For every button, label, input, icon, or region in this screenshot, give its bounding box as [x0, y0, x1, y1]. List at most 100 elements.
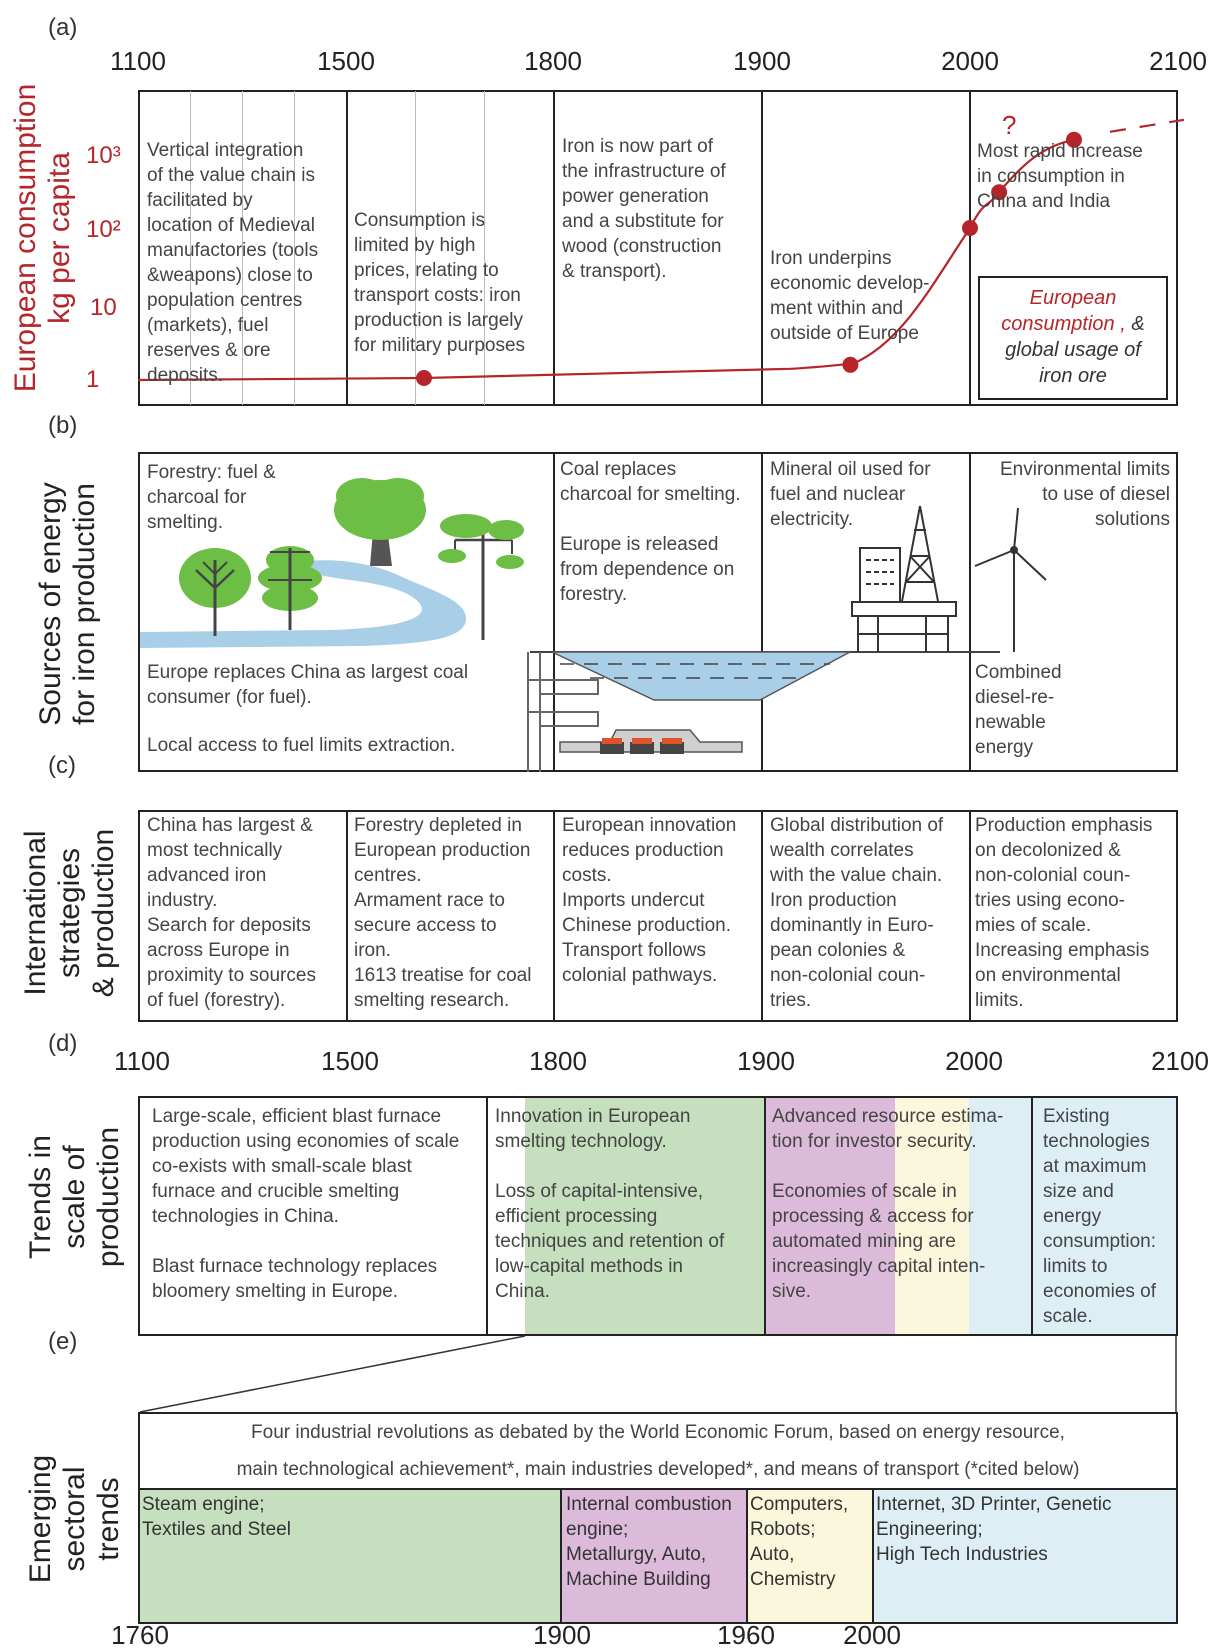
era-band-purple [765, 1098, 895, 1334]
axis-tick-year: 1100 [110, 46, 166, 76]
era-band-green [525, 1098, 765, 1334]
consumption-point [1066, 131, 1082, 148]
legend-line-3: global usage of [1005, 339, 1141, 361]
wind-turbine-icon [974, 507, 1047, 652]
projection-dashes [1109, 118, 1185, 133]
row-a-text-1: Vertical integration of the value chain … [147, 140, 319, 386]
divider [764, 1096, 766, 1336]
panel-letter-d: (d) [48, 1030, 78, 1057]
axis-tick-year: 1800 [524, 46, 582, 76]
lake-illustration [551, 651, 851, 701]
revolution-1-text: Steam engine; Textiles and Steel [142, 1494, 291, 1540]
axis-tick-year: 1900 [737, 1046, 795, 1076]
era-line-1800 [553, 90, 555, 406]
panel-c-frame [138, 810, 1178, 1022]
axis-tick-year: 1500 [317, 46, 375, 76]
axis-tick-year: 1900 [733, 46, 791, 76]
axis-tick-year: 1800 [529, 1046, 587, 1076]
y-tick: 10³ [86, 142, 121, 169]
legend-and: & [1125, 313, 1145, 335]
row-b-text-8: Combined diesel-re- newable energy [975, 662, 1062, 758]
row-c-text-4: Global distribution of wealth correlates… [770, 815, 944, 1011]
era-line-1800 [553, 452, 555, 772]
era-line-2000 [969, 452, 971, 772]
y-tick: 1 [86, 366, 100, 393]
y-tick: 10 [90, 294, 117, 321]
era-band-yellow [895, 1098, 969, 1334]
tree-icon [438, 514, 524, 640]
axis-tick-year: 2000 [945, 1046, 1003, 1076]
panel-letter-e: (e) [48, 1328, 78, 1355]
panel-letter-c: (c) [48, 752, 76, 779]
tree-icon [258, 546, 322, 630]
revolution-4-text: Internet, 3D Printer, Genetic Engineerin… [876, 1494, 1112, 1565]
revolution-1-cell [138, 1490, 562, 1624]
era-line-2000 [969, 810, 971, 1022]
row-b-text-3: Local access to fuel limits extraction. [147, 735, 456, 756]
axis-tick-year: 1760 [111, 1620, 169, 1650]
axis-tick-year: 1500 [321, 1046, 379, 1076]
panel-letter-b: (b) [48, 412, 78, 439]
row-c-text-3: European innovation reduces production c… [562, 815, 737, 986]
divider [1031, 1096, 1033, 1336]
axis-tick-year: 2000 [941, 46, 999, 76]
revolution-2-cell [562, 1490, 746, 1624]
legend-consumption: consumption , [1001, 313, 1126, 335]
legend-line-2: consumption , & [980, 311, 1166, 337]
panel-a-frame [138, 90, 1178, 406]
consumption-point [416, 370, 432, 386]
legend-line-4: iron ore [1039, 365, 1107, 387]
divider [486, 1096, 488, 1336]
row-b-text-6: Mineral oil used for fuel and nuclear el… [770, 459, 931, 530]
axis-tick-year: 2100 [1151, 1046, 1209, 1076]
era-line-1500 [346, 810, 348, 1022]
consumption-point [962, 220, 978, 236]
panel-letter-a: (a) [48, 14, 78, 41]
oil-platform-icon [851, 505, 957, 652]
axis-tick-year: 1900 [533, 1620, 591, 1650]
row-b-text-5: Europe is released from dependence on fo… [560, 534, 735, 605]
gridline [415, 91, 416, 405]
revolution-4-cell [872, 1490, 1178, 1624]
panel-d-frame [138, 1096, 1178, 1336]
panel-b-frame [138, 452, 1178, 772]
era-line-1900 [761, 90, 763, 406]
consumption-chart: ? [137, 110, 1185, 386]
river-shape [140, 560, 467, 648]
revolution-3-cell [746, 1490, 872, 1624]
era-line-1900 [761, 810, 763, 1022]
revolution-3-text: Computers, Robots; Auto, Chemistry [750, 1494, 849, 1590]
legend-line-1: European [1029, 287, 1117, 309]
axis-tick-year: 1100 [114, 1046, 170, 1076]
row-b-text-2: Europe replaces China as largest coal co… [147, 662, 469, 708]
axis-tick-year: 2100 [1149, 46, 1207, 76]
row-e-header-1: Four industrial revolutions as debated b… [251, 1422, 1065, 1443]
axis-tick-year: 1960 [717, 1620, 775, 1650]
gridline [294, 91, 295, 405]
row-d-text-1: Large-scale, efficient blast furnace pro… [152, 1106, 460, 1302]
era-line-1900 [761, 452, 763, 772]
uncertainty-marker: ? [1002, 110, 1016, 140]
era-band-blue [969, 1098, 1177, 1334]
axis-tick-year: 2000 [843, 1620, 901, 1650]
row-a-text-4: Iron underpins economic develop- ment wi… [770, 248, 930, 344]
row-d-text-4: Existing technologies at maximum size an… [1043, 1106, 1157, 1327]
gridline [190, 91, 191, 405]
gridline [242, 91, 243, 405]
row-a-text-5: Most rapid increase in consumption in Ch… [977, 141, 1143, 212]
row-c-text-5: Production emphasis on decolonized & non… [975, 815, 1153, 1011]
revolution-2-text: Internal combustion engine; Metallurgy, … [566, 1494, 732, 1590]
gridline [484, 91, 485, 405]
energy-illustration [140, 478, 1047, 772]
row-c-text-1: China has largest & most technically adv… [147, 815, 316, 1011]
tree-icon [334, 478, 426, 566]
row-b-text-4: Coal replaces charcoal for smelting. [560, 459, 741, 505]
y-tick: 10² [86, 216, 121, 243]
consumption-point [842, 356, 859, 373]
panel-e-header [138, 1412, 1178, 1490]
era-line-2000 [969, 90, 971, 406]
row-a-text-2: Consumption is limited by high prices, r… [354, 210, 526, 356]
row-c-text-2: Forestry depleted in European production… [354, 815, 532, 1011]
